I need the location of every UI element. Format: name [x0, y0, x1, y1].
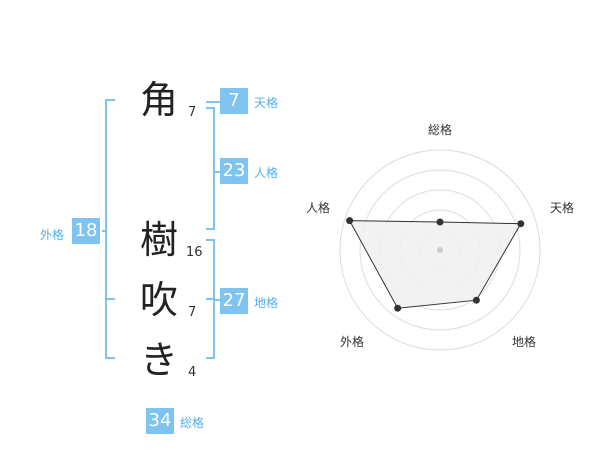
- soukaku-label: 総格: [180, 416, 205, 430]
- name-char-1: 角: [139, 78, 178, 122]
- gaikaku-badge: 18: [72, 218, 100, 244]
- name-char-4-strokes: 4: [188, 365, 197, 380]
- radar-label-soukaku: 総格: [428, 123, 453, 137]
- gaikaku-bracket: [105, 99, 115, 359]
- name-char-3-strokes: 7: [188, 305, 197, 320]
- name-char-2-strokes: 16: [186, 245, 203, 260]
- jinkaku-bracket: [206, 107, 215, 230]
- radar-ring-1: [339, 149, 541, 351]
- tenkaku-label: 天格: [254, 96, 279, 110]
- radar-polygon: [348, 220, 522, 309]
- name-char-4: き: [139, 338, 178, 382]
- radar-label-jinkaku: 人格: [306, 201, 331, 215]
- name-char-1-strokes: 7: [188, 105, 197, 120]
- radar-point-3: [472, 296, 480, 304]
- radar-label-gaikaku: 外格: [340, 335, 365, 349]
- radar-label-tenkaku: 天格: [550, 201, 575, 215]
- chikaku-label: 地格: [254, 296, 279, 310]
- gaikaku-label: 外格: [40, 228, 65, 242]
- name-char-3: 吹: [139, 278, 178, 322]
- radar-point-5: [346, 217, 354, 225]
- radar-points: [346, 217, 525, 312]
- chikaku-badge: 27: [220, 288, 248, 314]
- tenkaku-badge: 7: [220, 88, 248, 114]
- radar-point-4: [394, 304, 402, 312]
- jinkaku-badge: 23: [220, 158, 248, 184]
- radar-label-chikaku: 地格: [512, 335, 537, 349]
- soukaku-badge: 34: [146, 408, 174, 434]
- radar-center-dot: [437, 247, 443, 253]
- radar-ring-2: [359, 169, 521, 331]
- name-char-2: 樹: [139, 218, 178, 262]
- radar-point-2: [517, 220, 525, 228]
- jinkaku-label: 人格: [254, 166, 279, 180]
- radar-point-1: [436, 218, 444, 226]
